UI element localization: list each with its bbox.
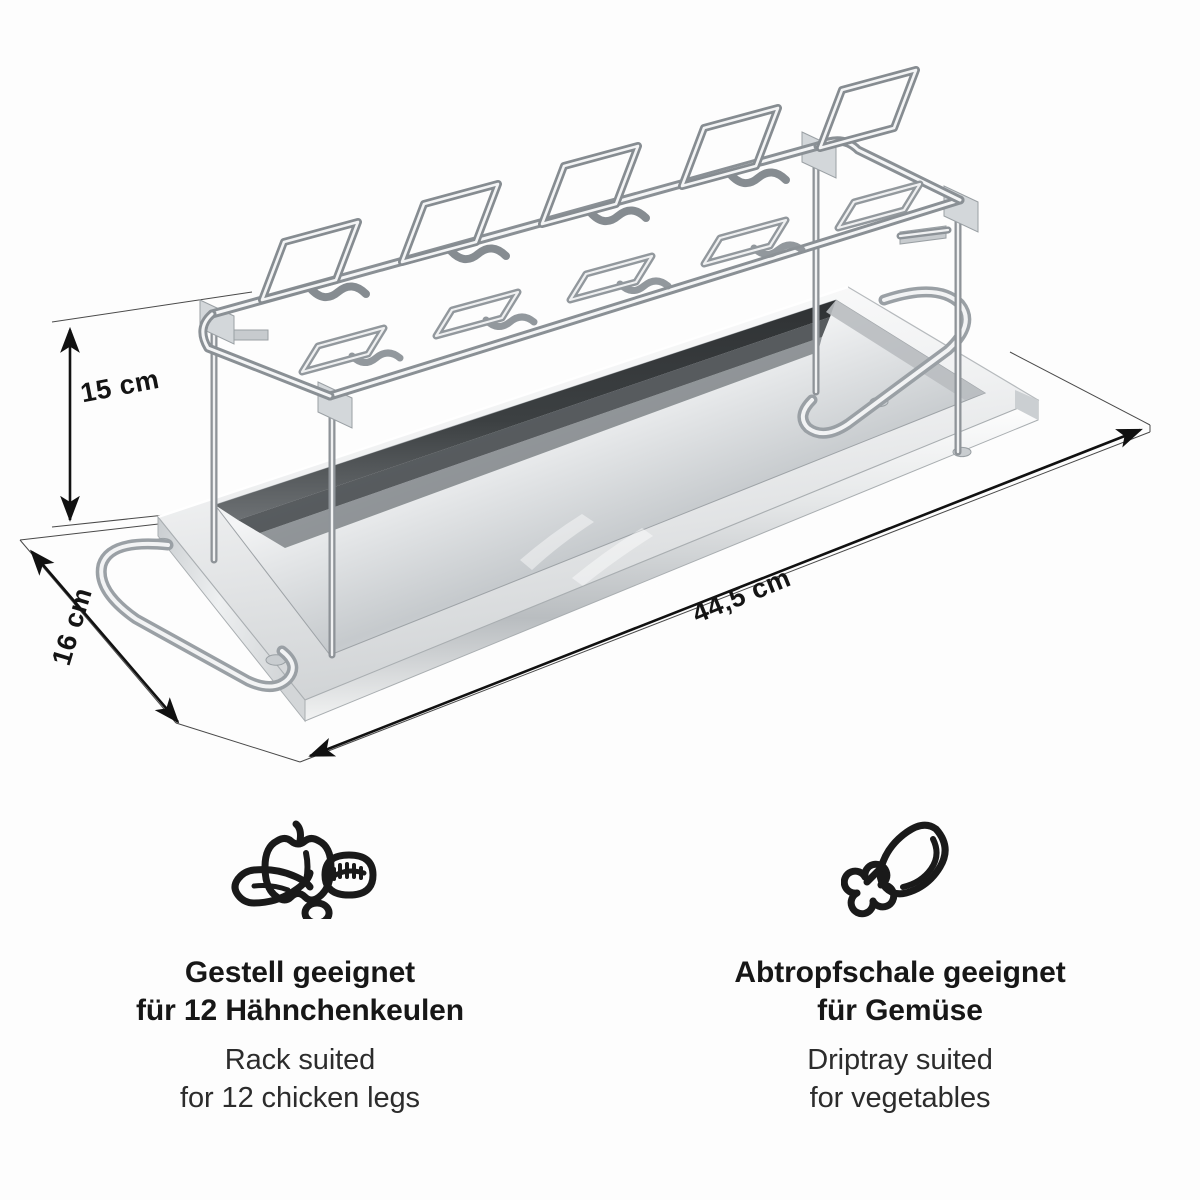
feature-title-line-2: für 12 Hähnchenkeulen xyxy=(136,994,464,1028)
product-illustration xyxy=(19,66,1151,763)
feature-subtitle-line-1: Driptray suited xyxy=(807,1044,993,1077)
feature-title-line-1: Abtropfschale geeignet xyxy=(734,956,1066,989)
feature-subtitle-line-1: Rack suited xyxy=(224,1044,376,1077)
feature-subtitle-driptray: Driptray suited for vegetables xyxy=(807,1042,993,1117)
feature-subtitle-rack: Rack suited for 12 chicken legs xyxy=(180,1042,420,1117)
width-arrow xyxy=(308,428,1143,758)
vegetables-icon xyxy=(200,798,400,928)
rack-hook xyxy=(896,226,952,240)
depth-arrow xyxy=(29,549,180,724)
feature-rack: Gestell geeignet für 12 Hähnchenkeulen R… xyxy=(0,790,600,1200)
dimension-arrows xyxy=(29,326,1143,758)
feature-title-line-1: Gestell geeignet xyxy=(184,956,416,989)
feature-subtitle-line-2: for 12 chicken legs xyxy=(180,1081,420,1114)
chicken-leg-slots-front xyxy=(258,66,920,304)
feature-title-line-2: für Gemüse xyxy=(817,994,983,1028)
feature-driptray: Abtropfschale geeignet für Gemüse Driptr… xyxy=(600,790,1200,1200)
product-hero-area: 15 cm 16 cm 44,5 cm xyxy=(19,66,1151,763)
chicken-leg-slots-back xyxy=(298,180,924,376)
feature-subtitle-line-2: for vegetables xyxy=(809,1081,991,1114)
chicken-leg-icon xyxy=(800,798,1000,928)
feature-section: Gestell geeignet für 12 Hähnchenkeulen R… xyxy=(0,790,1200,1200)
feature-title-rack: Gestell geeignet für 12 Hähnchenkeulen xyxy=(136,954,464,1030)
feature-title-driptray: Abtropfschale geeignet für Gemüse xyxy=(734,954,1065,1030)
